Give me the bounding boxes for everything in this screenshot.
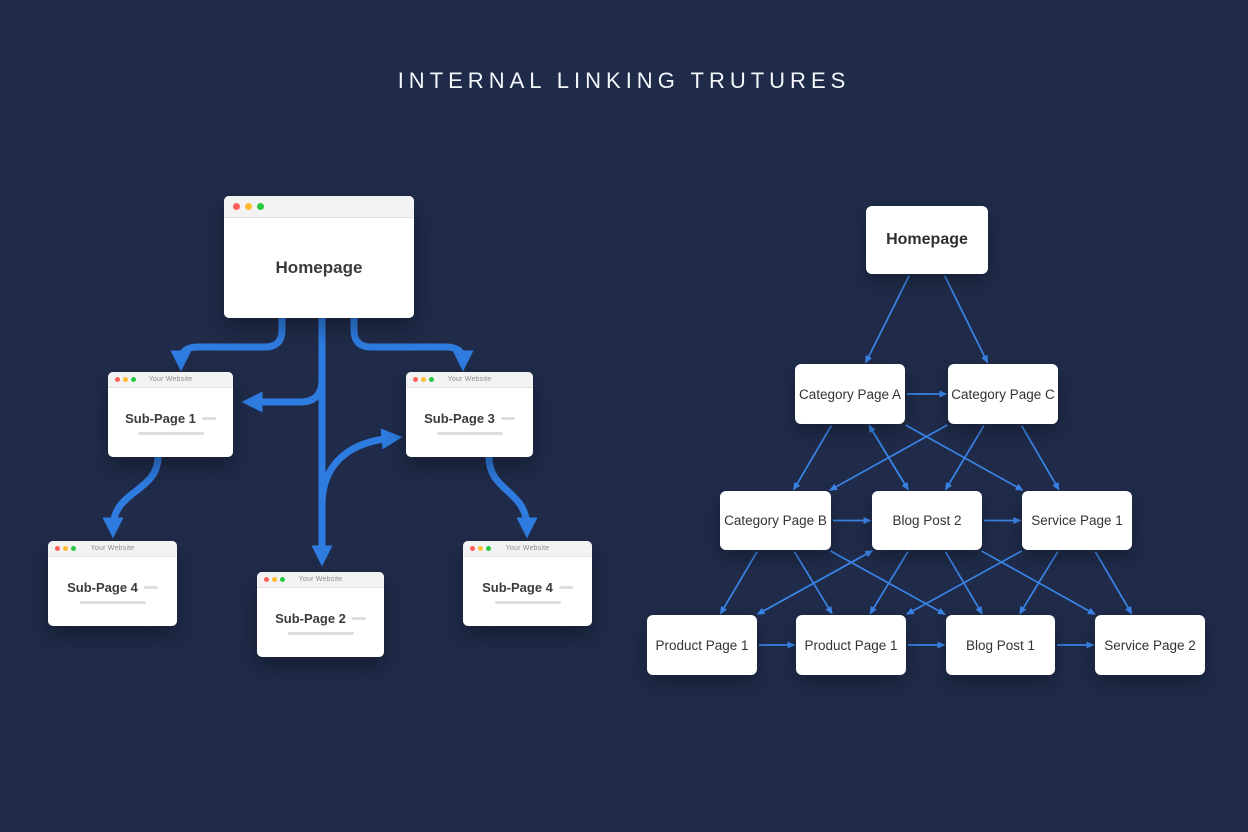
edge-cat_c-to-cat_b bbox=[828, 424, 948, 491]
traffic-light-yellow-icon bbox=[63, 546, 68, 551]
edge-service1-to-blog1 bbox=[1019, 551, 1059, 615]
traffic-light-green-icon bbox=[131, 377, 136, 382]
node-category-page-b: Category Page B bbox=[720, 491, 831, 550]
skeleton-line bbox=[500, 416, 515, 420]
edge-cat_a-to-blog2 bbox=[868, 425, 909, 491]
edge-homepage-to-cat_a bbox=[865, 275, 910, 364]
browser-window-subpage2: Your Website Sub-Page 2 bbox=[257, 572, 384, 657]
node-label: Sub-Page 2 bbox=[275, 610, 346, 626]
traffic-light-yellow-icon bbox=[245, 203, 252, 210]
browser-titlebar: Your Website bbox=[108, 372, 233, 388]
skeleton-line bbox=[494, 600, 561, 604]
browser-body: Sub-Page 2 bbox=[257, 588, 384, 657]
traffic-light-red-icon bbox=[55, 546, 60, 551]
edge-cat_b-to-product1a bbox=[719, 551, 758, 615]
traffic-light-red-icon bbox=[470, 546, 475, 551]
edge-cat_a-to-cat_b bbox=[793, 425, 833, 491]
edge-service1-to-service2 bbox=[1094, 551, 1133, 615]
node-blog-post-1: Blog Post 1 bbox=[946, 615, 1055, 675]
traffic-light-yellow-icon bbox=[421, 377, 426, 382]
node-label: Sub-Page 4 bbox=[67, 579, 138, 595]
traffic-light-yellow-icon bbox=[123, 377, 128, 382]
arrow-subpage3-to-subpage4-right bbox=[485, 456, 538, 539]
node-homepage: Homepage bbox=[866, 206, 988, 274]
edge-cat_c-to-blog2 bbox=[945, 425, 985, 491]
edge-blog2-to-blog1 bbox=[944, 551, 983, 615]
node-service-page-2: Service Page 2 bbox=[1095, 615, 1205, 675]
skeleton-line bbox=[201, 416, 216, 420]
edge-homepage-to-cat_c bbox=[943, 275, 989, 364]
traffic-light-green-icon bbox=[280, 577, 285, 582]
edge-cat_b-to-blog1 bbox=[830, 550, 946, 615]
browser-title-text: Your Website bbox=[90, 545, 135, 552]
arrow-homepage-to-subpage3-top bbox=[350, 318, 474, 372]
browser-window-subpage1: Your Website Sub-Page 1 bbox=[108, 372, 233, 457]
traffic-light-red-icon bbox=[264, 577, 269, 582]
edge-product1a-to-blog2 bbox=[757, 550, 874, 615]
traffic-light-red-icon bbox=[115, 377, 120, 382]
node-product-page-1-a: Product Page 1 bbox=[647, 615, 757, 675]
traffic-light-red-icon bbox=[413, 377, 418, 382]
edge-cat_b-to-product1b bbox=[793, 551, 833, 615]
browser-body: Sub-Page 4 bbox=[48, 557, 177, 626]
edge-blog2-to-product1b bbox=[869, 551, 909, 615]
traffic-light-green-icon bbox=[257, 203, 264, 210]
browser-title-text: Your Website bbox=[447, 376, 492, 383]
arrow-subpage1-to-subpage4-left bbox=[102, 456, 162, 539]
node-label: Sub-Page 3 bbox=[424, 410, 495, 426]
traffic-light-yellow-icon bbox=[272, 577, 277, 582]
traffic-light-red-icon bbox=[233, 203, 240, 210]
browser-body: Sub-Page 4 bbox=[463, 557, 592, 626]
edge-blog2-to-service2 bbox=[981, 550, 1096, 615]
node-service-page-1: Service Page 1 bbox=[1022, 491, 1132, 550]
traffic-light-yellow-icon bbox=[478, 546, 483, 551]
arrow-homepage-to-subpage1-top bbox=[170, 318, 286, 372]
browser-title-text: Your Website bbox=[505, 545, 550, 552]
skeleton-line bbox=[79, 600, 146, 604]
browser-title-text: Your Website bbox=[298, 576, 343, 583]
browser-title-text: Your Website bbox=[148, 376, 193, 383]
traffic-light-green-icon bbox=[429, 377, 434, 382]
arrow-homepage-to-subpage1-side bbox=[241, 318, 326, 413]
browser-window-subpage3: Your Website Sub-Page 3 bbox=[406, 372, 533, 457]
node-label: Sub-Page 4 bbox=[482, 579, 553, 595]
browser-titlebar bbox=[224, 196, 414, 218]
edge-cat_c-to-service1 bbox=[1020, 425, 1060, 491]
traffic-light-green-icon bbox=[486, 546, 491, 551]
node-blog-post-2: Blog Post 2 bbox=[872, 491, 982, 550]
node-label: Homepage bbox=[275, 258, 363, 277]
edge-blog2-to-product1a bbox=[756, 550, 873, 615]
node-label: Sub-Page 1 bbox=[125, 410, 196, 426]
browser-window-homepage: Homepage bbox=[224, 196, 414, 318]
skeleton-line bbox=[558, 585, 573, 589]
diagram-title: INTERNAL LINKING TRUTURES bbox=[397, 68, 851, 93]
skeleton-line bbox=[436, 431, 503, 435]
arrow-subpage2-to-subpage3 bbox=[318, 428, 403, 506]
node-product-page-1-b: Product Page 1 bbox=[796, 615, 906, 675]
browser-body: Homepage bbox=[224, 218, 414, 318]
skeleton-line bbox=[137, 431, 204, 435]
browser-titlebar: Your Website bbox=[48, 541, 177, 557]
node-category-page-c: Category Page C bbox=[948, 364, 1058, 424]
browser-titlebar: Your Website bbox=[406, 372, 533, 388]
skeleton-line bbox=[351, 616, 366, 620]
traffic-light-green-icon bbox=[71, 546, 76, 551]
skeleton-line bbox=[143, 585, 158, 589]
skeleton-line bbox=[287, 631, 354, 635]
node-category-page-a: Category Page A bbox=[795, 364, 905, 424]
edge-service1-to-product1b bbox=[905, 550, 1023, 615]
browser-titlebar: Your Website bbox=[257, 572, 384, 588]
browser-titlebar: Your Website bbox=[463, 541, 592, 557]
browser-body: Sub-Page 3 bbox=[406, 388, 533, 457]
edge-cat_a-to-service1 bbox=[905, 424, 1024, 491]
right-edges bbox=[719, 275, 1133, 649]
edge-blog2-to-cat_a bbox=[868, 424, 909, 490]
browser-body: Sub-Page 1 bbox=[108, 388, 233, 457]
browser-window-subpage4-right: Your Website Sub-Page 4 bbox=[463, 541, 592, 626]
browser-window-subpage4-left: Your Website Sub-Page 4 bbox=[48, 541, 177, 626]
